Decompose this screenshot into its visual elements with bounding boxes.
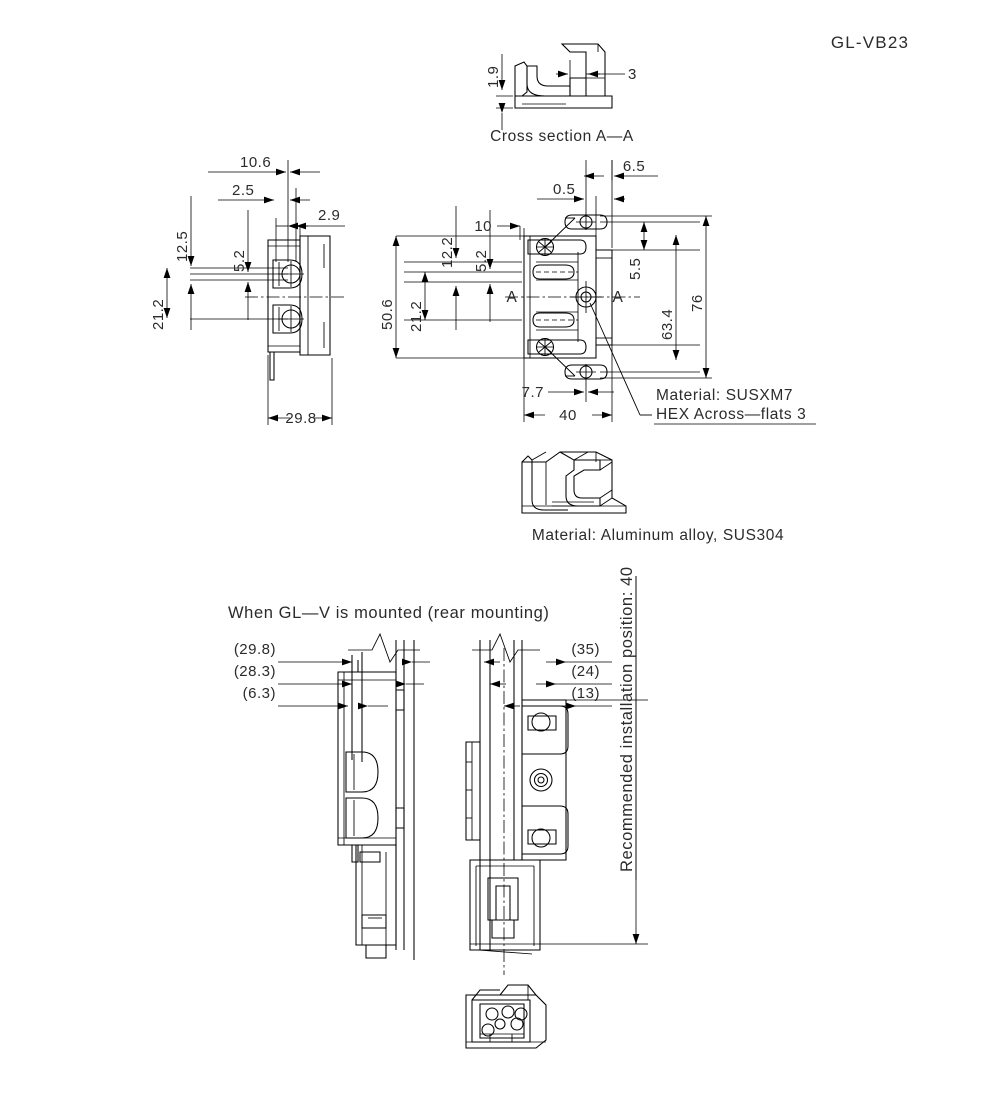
dim-left-21-2: 21.2	[150, 299, 167, 330]
isometric-bracket-view	[521, 451, 627, 514]
dim-mid-63-4: 63.4	[659, 309, 676, 340]
dim-mounted-13: (13)	[571, 685, 600, 702]
recommended-installation-note: Recommended installation position: 40	[618, 566, 636, 872]
dim-mounted-35: (35)	[571, 641, 600, 658]
mounting-heading: When GL—V is mounted (rear mounting)	[228, 604, 549, 622]
dim-mid-21-2: 21.2	[408, 301, 425, 332]
dim-mid-6-5: 6.5	[623, 158, 645, 175]
dim-mid-7-7: 7.7	[522, 384, 544, 401]
dim-mounted-28-3: (28.3)	[234, 663, 276, 680]
cross-section-label: Cross section A—A	[490, 128, 634, 145]
mounted-left-view	[337, 632, 420, 960]
section-marker-right: A	[613, 289, 624, 306]
dim-mid-0-5: 0.5	[553, 181, 575, 198]
dim-mid-40: 40	[559, 407, 577, 424]
dim-mounted-6-3: (6.3)	[243, 685, 276, 702]
dim-cross-1-9: 1.9	[485, 66, 502, 88]
dim-cross-3: 3	[628, 66, 637, 83]
dim-mid-76: 76	[689, 294, 706, 312]
cross-section-view: 1.9 3 Cross section A—A	[485, 43, 637, 145]
dim-mid-12-2: 12.2	[439, 237, 456, 268]
dim-mounted-29-8: (29.8)	[234, 641, 276, 658]
section-marker-left: A	[507, 289, 518, 306]
middle-front-view: A A 50.6 12.2 5.2 21.2 10 0.5	[379, 158, 712, 424]
dim-left-2-5: 2.5	[232, 182, 254, 199]
dim-mid-10: 10	[474, 218, 492, 235]
connector-detail-view	[465, 984, 547, 1049]
dim-mid-5-5: 5.5	[627, 258, 644, 280]
dim-left-2-9: 2.9	[318, 207, 340, 224]
mounted-right-view	[465, 632, 569, 975]
left-side-view: 10.6 2.5 2.9 12.5 5.2 21.2 29.8	[150, 154, 345, 427]
drawing-title: GL-VB23	[831, 33, 909, 52]
dim-left-5-2: 5.2	[231, 250, 248, 272]
material-note-aluminum: Material: Aluminum alloy, SUS304	[532, 527, 784, 544]
dim-left-29-8: 29.8	[285, 410, 316, 427]
material-note-hex: HEX Across—flats 3	[656, 406, 806, 423]
dim-left-12-5: 12.5	[174, 231, 191, 262]
dim-mid-50-6: 50.6	[379, 299, 396, 330]
mounted-left-dimensions: (29.8) (28.3) (6.3)	[234, 641, 430, 710]
mounted-right-dimensions: (35) (24) (13)	[484, 576, 648, 945]
dim-left-10-6: 10.6	[240, 154, 271, 171]
dim-mid-5-2: 5.2	[473, 250, 490, 272]
dim-mounted-24: (24)	[571, 663, 600, 680]
material-note-susxm7: Material: SUSXM7	[656, 387, 793, 404]
